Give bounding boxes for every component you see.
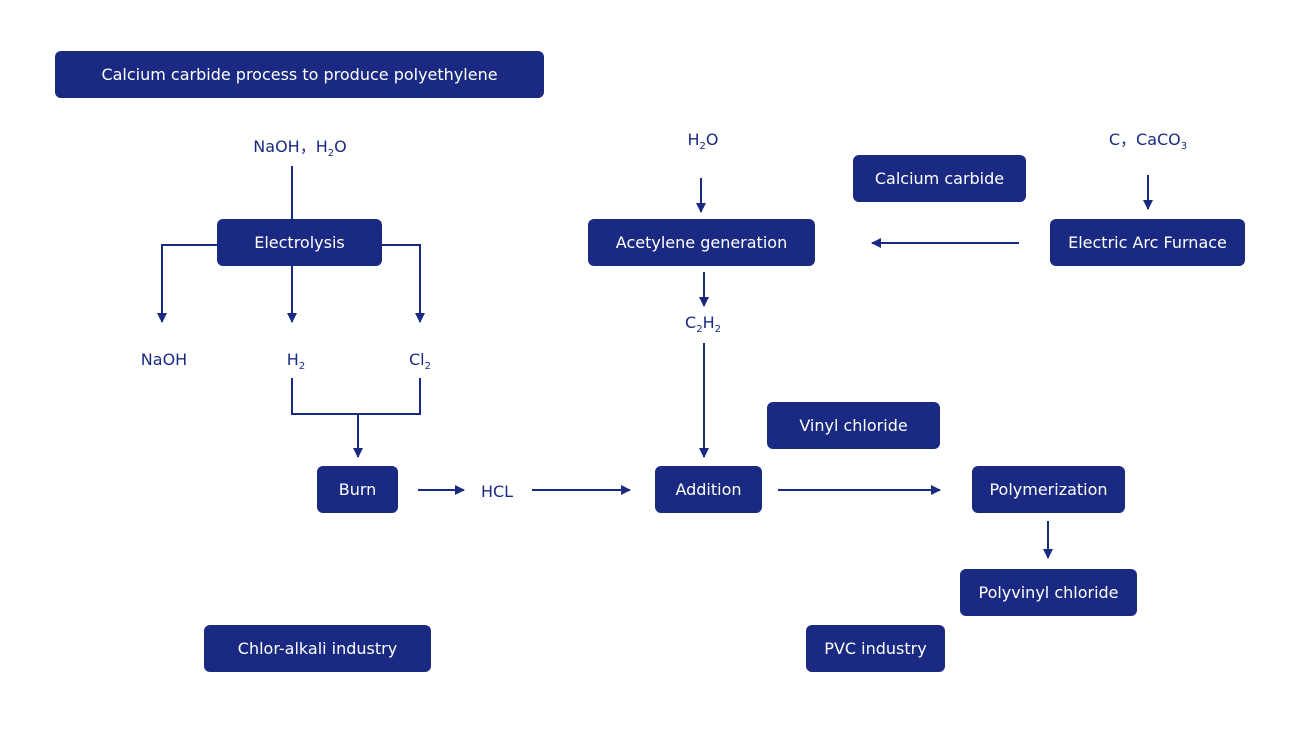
vinyl-chloride-box: Vinyl chloride [767,402,940,449]
label-naoh: NaOH [140,350,188,369]
label-c2h2: C2H2 [685,313,721,336]
arrow-electrolysis-to-cl2 [382,244,425,323]
burn-box: Burn [317,466,398,513]
page-title: Calcium carbide process to produce polye… [55,51,544,98]
polyvinyl-chloride-box: Polyvinyl chloride [960,569,1137,616]
label-h2o: H2O [687,130,719,153]
addition-box: Addition [655,466,762,513]
label-cl2: Cl2 [409,350,431,373]
label-h2: H2 [286,350,306,373]
label-hcl: HCL [480,482,514,501]
arrow-electrolysis-to-naoh [157,244,217,323]
pvc-industry-box: PVC industry [806,625,945,672]
electric-arc-furnace-box: Electric Arc Furnace [1050,219,1245,266]
label-naoh-h2o: NaOH，H2O [253,137,347,160]
calcium-carbide-box: Calcium carbide [853,155,1026,202]
electrolysis-box: Electrolysis [217,219,382,266]
chlor-alkali-industry-box: Chlor-alkali industry [204,625,431,672]
label-c-caco3: C，CaCO3 [1108,130,1188,153]
polymerization-box: Polymerization [972,466,1125,513]
acetylene-generation-box: Acetylene generation [588,219,815,266]
join-h2-cl2 [291,378,421,415]
